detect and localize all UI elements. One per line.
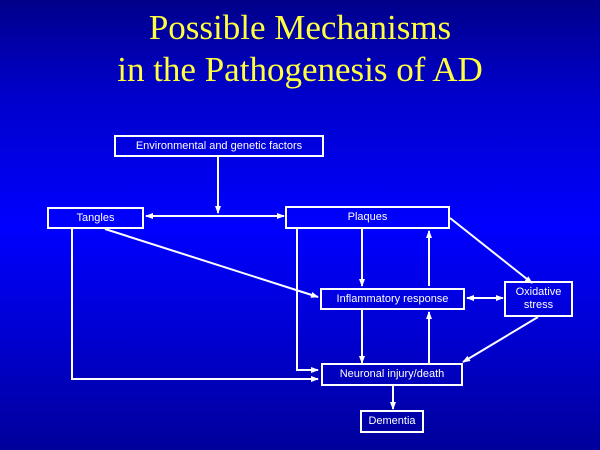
node-inflammatory-response: Inflammatory response — [320, 288, 465, 310]
arrow-tangles-inflammatory — [104, 228, 319, 298]
node-neuronal-injury: Neuronal injury/death — [321, 363, 463, 386]
node-tangles: Tangles — [47, 207, 144, 229]
node-label-line2: stress — [523, 299, 554, 311]
arrow-plaques-oxidative — [449, 217, 533, 284]
title-line-2: in the Pathogenesis of AD — [117, 50, 483, 89]
node-label-line1: Oxidative — [515, 286, 562, 298]
node-label: Tangles — [76, 211, 115, 224]
node-label: Dementia — [368, 415, 416, 427]
node-label: Plaques — [347, 211, 388, 223]
node-plaques: Plaques — [285, 206, 450, 229]
node-label: Inflammatory response — [336, 292, 449, 305]
arrow-oxidative-neuronal — [462, 316, 539, 363]
node-label: Environmental and genetic factors — [135, 139, 303, 152]
arrow-tangles-neuronal — [71, 229, 319, 382]
node-environmental-factors: Environmental and genetic factors — [114, 135, 324, 157]
node-dementia: Dementia — [360, 410, 424, 433]
title-line-1: Possible Mechanisms — [148, 8, 452, 47]
arrow-plaques-neuronal — [296, 229, 319, 373]
node-label: Neuronal injury/death — [339, 368, 445, 380]
